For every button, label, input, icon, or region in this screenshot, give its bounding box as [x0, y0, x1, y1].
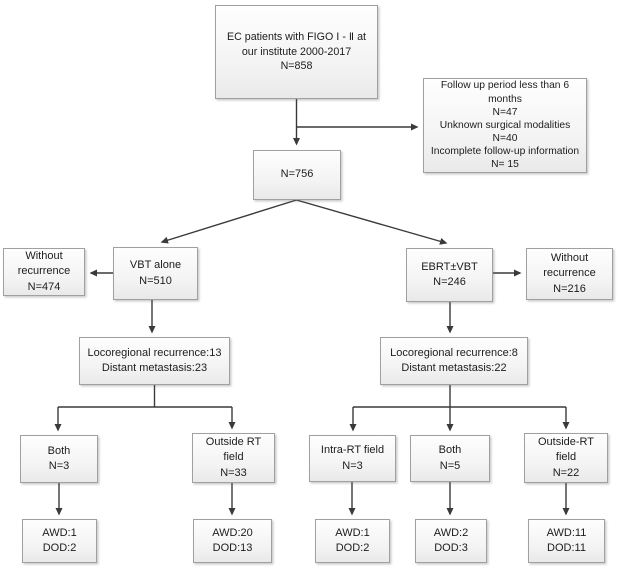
node-line: AWD:2	[433, 526, 469, 539]
node-line: N=3	[48, 460, 70, 472]
node-line: N=47	[492, 106, 518, 118]
node-line: Distant metastasis:23	[101, 362, 208, 374]
node-line: Without recurrence	[17, 250, 71, 278]
node-recurrence-left: Locoregional recurrence:13 Distant metas…	[79, 337, 230, 385]
node-line: AWD:11	[546, 526, 587, 539]
node-line: Outside RT field	[205, 436, 262, 464]
node-line: N=33	[220, 466, 247, 479]
node-line: DOD:13	[212, 542, 253, 554]
node-line: N=3	[342, 459, 363, 472]
node-line: N=858	[280, 60, 313, 73]
node-recurrence-right: Locoregional recurrence:8 Distant metast…	[380, 337, 528, 385]
node-excluded: Follow up period less than 6 months N=47…	[423, 78, 587, 173]
node-outcome-outside-right: AWD:11 DOD:11	[528, 519, 605, 563]
node-line: Outside-RT field	[537, 436, 595, 464]
node-line: DOD:11	[547, 542, 586, 554]
node-line: DOD:3	[434, 542, 468, 554]
node-line: EBRT±VBT	[421, 260, 478, 273]
node-line: Intra-RT field	[320, 444, 385, 457]
node-line: N=246	[433, 276, 466, 288]
node-line: VBT alone	[129, 259, 182, 272]
node-outside-rt-left: Outside RT field N=33	[192, 433, 275, 483]
node-line: Incomplete follow-up information	[430, 146, 580, 158]
node-outcome-outside-left: AWD:20 DOD:13	[193, 519, 272, 563]
node-line: N=40	[492, 133, 518, 145]
node-line: our institute 2000-2017	[241, 45, 352, 58]
node-line: DOD:2	[42, 542, 77, 554]
node-both-right: Both N=5	[410, 435, 490, 482]
node-line: Both	[47, 444, 71, 457]
node-outcome-both-right: AWD:2 DOD:3	[415, 519, 487, 563]
node-line: N=474	[27, 280, 61, 293]
node-line: AWD:20	[212, 526, 253, 539]
node-line: N= 15	[491, 159, 519, 171]
node-line: AWD:1	[42, 526, 77, 539]
node-line: DOD:2	[335, 542, 370, 554]
node-line: Distant metastasis:22	[401, 362, 507, 374]
node-ec-patients: EC patients with FIGO Ⅰ - Ⅱ at our insti…	[215, 5, 378, 99]
node-line: N=510	[139, 274, 172, 287]
node-line: N=216	[553, 282, 586, 295]
node-intra-rt: Intra-RT field N=3	[309, 435, 396, 482]
node-line: N=756	[280, 168, 314, 181]
node-line: Unknown surgical modalities	[439, 119, 571, 131]
node-outcome-both-left: AWD:1 DOD:2	[22, 519, 97, 563]
node-line: Locoregional recurrence:8	[390, 346, 518, 359]
node-line: N=5	[439, 459, 461, 472]
node-ebrt-vbt: EBRT±VBT N=246	[406, 248, 493, 302]
node-line: N=22	[552, 466, 580, 479]
node-line: Both	[438, 444, 462, 457]
node-line: EC patients with FIGO Ⅰ - Ⅱ at	[226, 30, 367, 43]
node-line: AWD:1	[335, 526, 370, 539]
node-outside-rt-right: Outside-RT field N=22	[524, 433, 608, 483]
node-n756: N=756	[253, 150, 341, 200]
node-line: Without recurrence	[543, 252, 596, 280]
node-without-recurrence-right: Without recurrence N=216	[526, 248, 613, 300]
node-without-recurrence-left: Without recurrence N=474	[3, 248, 85, 296]
node-line: Follow up period less than 6 months	[440, 80, 570, 105]
node-outcome-intra: AWD:1 DOD:2	[315, 519, 390, 563]
node-vbt-alone: VBT alone N=510	[113, 247, 198, 300]
node-line: Locoregional recurrence:13	[87, 346, 222, 359]
node-both-left: Both N=3	[20, 435, 98, 483]
